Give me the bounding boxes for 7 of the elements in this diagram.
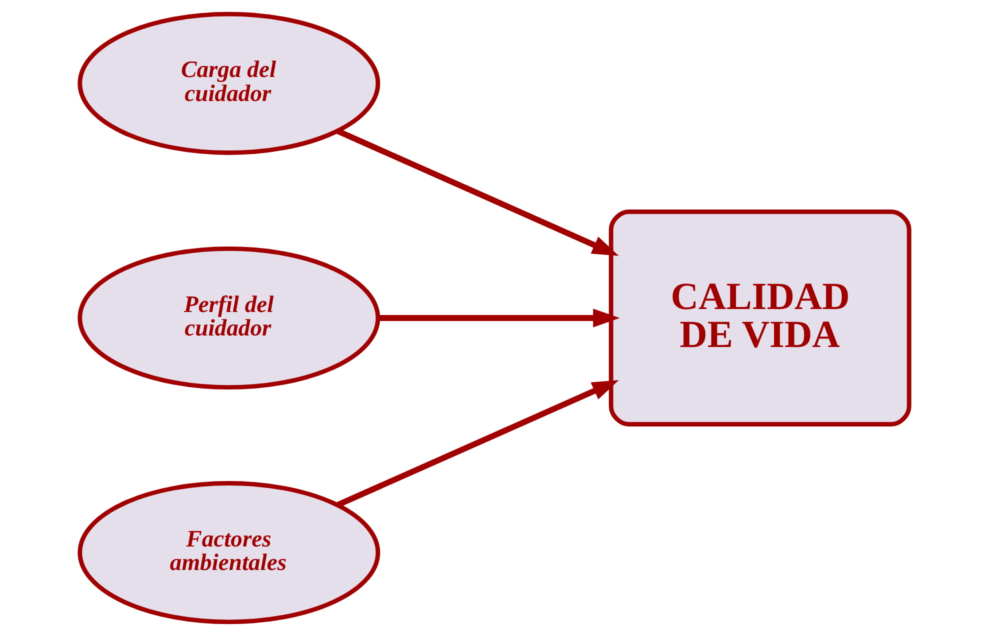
arrow: [378, 308, 620, 328]
node-ellipse: Factores ambientales: [78, 481, 380, 624]
node-box: CALIDAD DE VIDA: [608, 210, 912, 426]
node-ellipse: Carga del cuidador: [78, 12, 380, 155]
node-ellipse: Perfil del cuidador: [78, 246, 380, 390]
arrow: [336, 380, 619, 508]
arrow: [336, 128, 619, 256]
